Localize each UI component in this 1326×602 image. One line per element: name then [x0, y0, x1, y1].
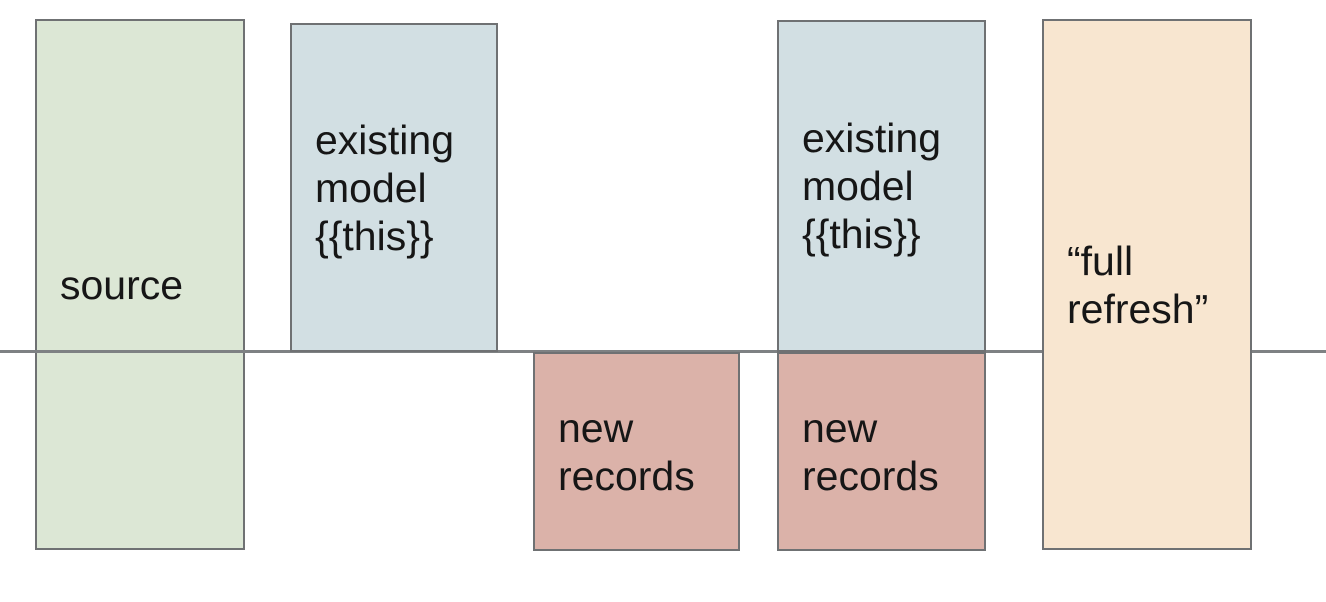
- label-line: model: [315, 164, 427, 211]
- label-line: {{this}}: [315, 212, 434, 259]
- label-line: {{this}}: [802, 211, 921, 257]
- label-line: model: [802, 163, 914, 209]
- source-box-label: source: [60, 261, 183, 309]
- label-line: source: [60, 261, 184, 308]
- label-line: existing: [802, 115, 942, 161]
- label-line: refresh”: [1067, 285, 1209, 332]
- label-line: new: [802, 404, 878, 451]
- label-line: “full: [1067, 237, 1134, 284]
- label-line: new: [558, 404, 634, 451]
- label-line: records: [802, 452, 939, 499]
- source-box: source: [35, 19, 245, 550]
- baseline-divider: [0, 350, 1326, 353]
- label-line: records: [558, 452, 695, 499]
- label-line: existing: [315, 116, 455, 163]
